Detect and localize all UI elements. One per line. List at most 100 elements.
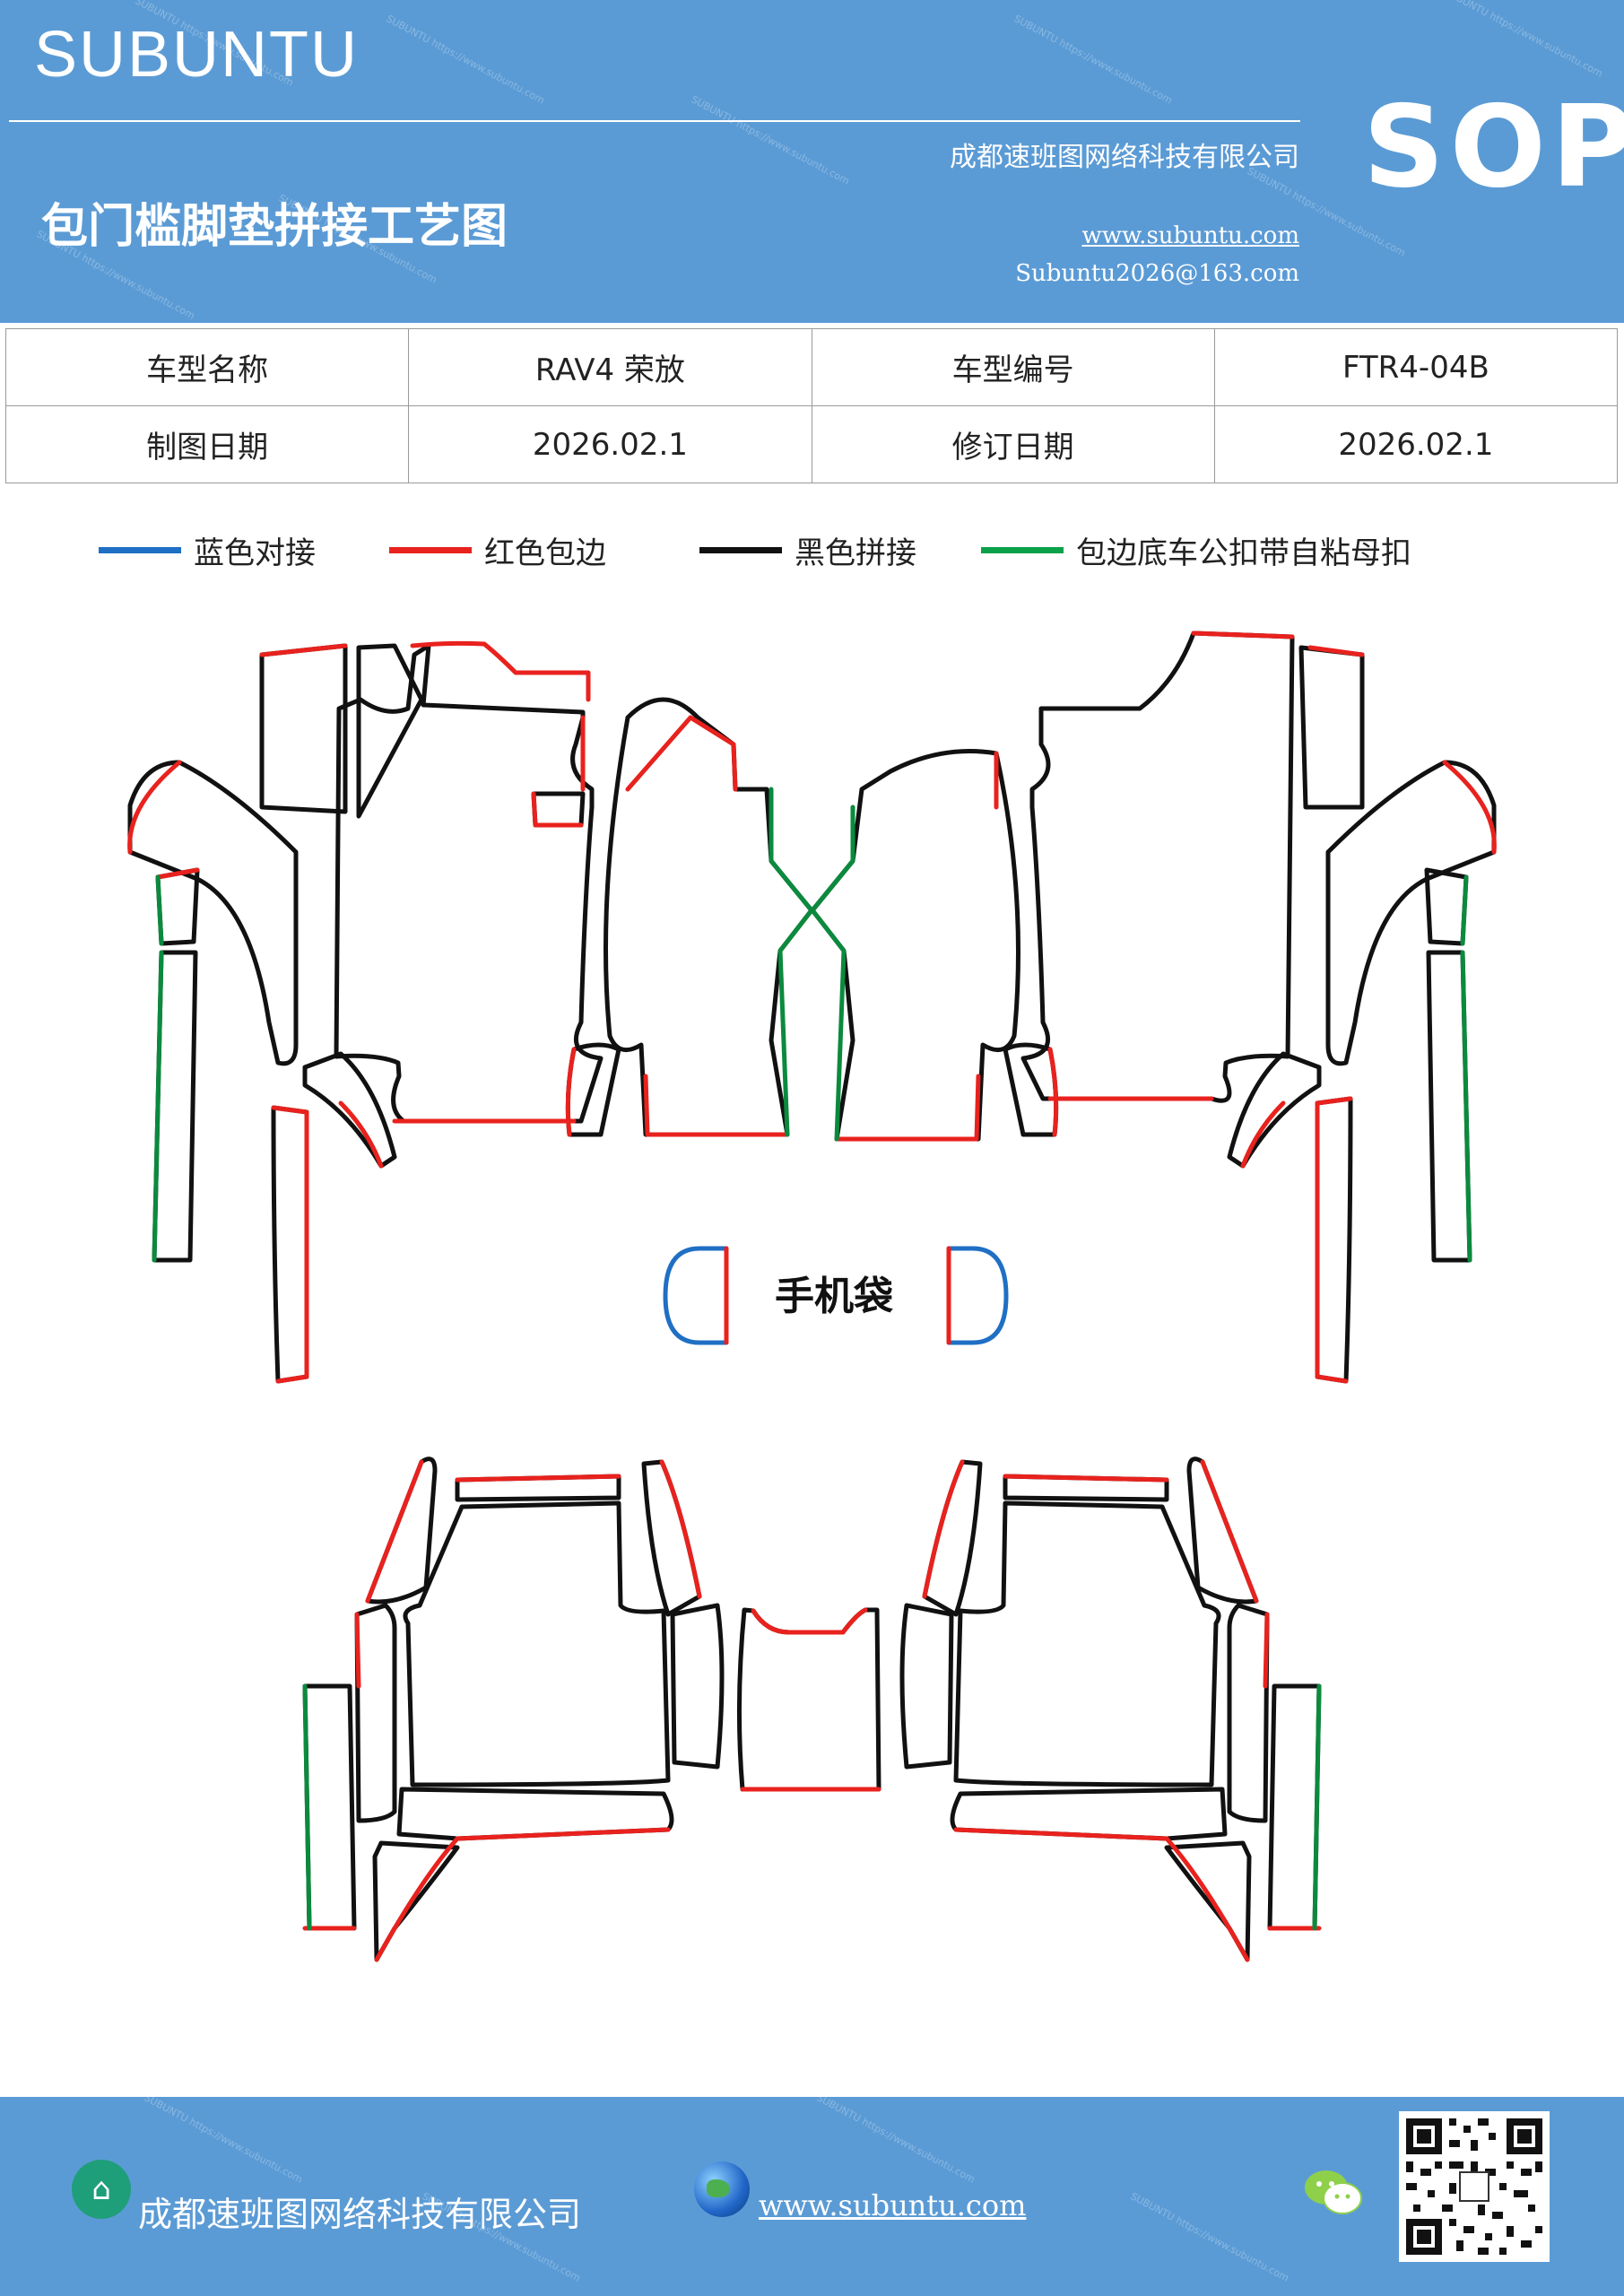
legend-item-black: 黑色拼接 bbox=[699, 529, 916, 571]
company-name: 成都速班图网络科技有限公司 bbox=[950, 142, 1299, 173]
red-edge bbox=[1047, 1047, 1059, 1137]
phone-pocket-right bbox=[946, 1246, 1009, 1345]
mat-piece bbox=[271, 1105, 309, 1384]
legend-swatch bbox=[389, 546, 472, 553]
table-row: 车型名称 RAV4 荣放 车型编号 FTR4-04B bbox=[4, 328, 1619, 406]
email-address: Subuntu2026@163.com bbox=[1015, 260, 1299, 287]
front-right-mat-group bbox=[810, 631, 1497, 1384]
mat-piece bbox=[155, 867, 200, 946]
phone-pocket-left bbox=[663, 1246, 729, 1345]
red-edge bbox=[410, 640, 591, 702]
mat-piece bbox=[670, 1603, 725, 1770]
red-edge bbox=[565, 1047, 577, 1137]
red-edge bbox=[455, 1827, 671, 1841]
red-edge bbox=[1442, 760, 1497, 855]
legend-label: 黑色拼接 bbox=[795, 535, 916, 571]
red-edge bbox=[155, 867, 200, 880]
red-edge bbox=[1200, 1459, 1259, 1604]
red-edge bbox=[127, 760, 182, 855]
red-edge bbox=[1263, 1612, 1270, 1689]
legend-item-green: 包边底车公扣带自粘母扣 bbox=[981, 529, 1411, 571]
legend-item-blue: 蓝色对接 bbox=[99, 529, 316, 571]
mat-piece bbox=[403, 1500, 671, 1787]
red-edge bbox=[659, 1459, 702, 1599]
rear-center-mat bbox=[736, 1607, 881, 1792]
footer-company-name: 成都速班图网络科技有限公司 bbox=[138, 2195, 582, 2234]
footer-banner: SUBUNTU https://www.subuntu.com SUBUNTU … bbox=[0, 2097, 1624, 2296]
rear-right-mat-group bbox=[899, 1457, 1322, 1962]
mat-piece bbox=[365, 1457, 438, 1605]
mat-piece bbox=[127, 760, 299, 1066]
table-cell: FTR4-04B bbox=[1213, 328, 1619, 406]
mat-piece bbox=[1186, 1457, 1259, 1605]
table-row: 制图日期 2026.02.1 修订日期 2026.02.1 bbox=[4, 405, 1619, 483]
mat-piece bbox=[1298, 645, 1365, 810]
legend-item-red: 红色包边 bbox=[389, 529, 606, 571]
legend-swatch bbox=[699, 546, 782, 553]
red-edge bbox=[271, 1105, 309, 1384]
mat-piece bbox=[1315, 1096, 1353, 1384]
mat-piece bbox=[531, 791, 586, 828]
green-edge bbox=[1460, 874, 1469, 946]
sop-label: SOP bbox=[1363, 81, 1624, 213]
globe-icon bbox=[694, 2161, 750, 2217]
red-edge bbox=[953, 1827, 1169, 1841]
front-left-red-edges bbox=[127, 640, 790, 1384]
red-edge bbox=[1307, 645, 1365, 657]
red-edge bbox=[259, 643, 348, 657]
mat-piece bbox=[302, 1051, 397, 1169]
legend-label: 蓝色对接 bbox=[194, 535, 316, 571]
table-cell: 2026.02.1 bbox=[408, 405, 812, 483]
mat-piece bbox=[604, 697, 814, 1137]
mat-piece bbox=[1020, 631, 1295, 1103]
mat-piece bbox=[1267, 1683, 1322, 1931]
mat-piece bbox=[354, 1603, 397, 1823]
mat-piece bbox=[953, 1500, 1221, 1787]
mat-piece bbox=[1227, 1051, 1322, 1169]
legend-label: 包边底车公扣带自粘母扣 bbox=[1076, 535, 1411, 571]
red-edge bbox=[922, 1459, 965, 1599]
red-edge bbox=[834, 1074, 981, 1142]
watermark: SUBUNTU https://www.subuntu.com bbox=[142, 2097, 305, 2186]
front-left-green-edges bbox=[152, 787, 814, 1263]
header-banner: SUBUNTU https://www.subuntu.com SUBUNTU … bbox=[0, 0, 1624, 323]
legend-swatch bbox=[981, 546, 1064, 553]
table-cell: 修订日期 bbox=[811, 405, 1215, 483]
brand-logo-text: SUBUNTU bbox=[34, 19, 360, 91]
table-cell: 制图日期 bbox=[4, 405, 410, 483]
rear-left-mat-group bbox=[302, 1457, 725, 1962]
table-cell: 车型名称 bbox=[4, 328, 410, 406]
mat-piece bbox=[302, 1683, 357, 1931]
red-edge bbox=[354, 1612, 361, 1689]
red-edge bbox=[1240, 1100, 1286, 1169]
red-edge bbox=[625, 715, 738, 792]
page-title: 包门槛脚垫拼接工艺图 bbox=[41, 200, 508, 254]
building-icon: ⌂ bbox=[72, 2160, 131, 2219]
table-cell: 2026.02.1 bbox=[1213, 405, 1619, 483]
mat-piece bbox=[810, 749, 1020, 1142]
red-edge bbox=[1191, 631, 1295, 639]
red-edge bbox=[531, 791, 584, 828]
legend-label: 红色包边 bbox=[484, 535, 606, 571]
watermark: SUBUNTU https://www.subuntu.com bbox=[814, 2097, 977, 2186]
mat-piece bbox=[1325, 760, 1497, 1066]
red-edge bbox=[643, 1074, 790, 1137]
mat-piece bbox=[1227, 1603, 1270, 1823]
wechat-icon bbox=[1305, 2170, 1362, 2214]
red-edge bbox=[1164, 1836, 1250, 1962]
red-edge bbox=[374, 1836, 460, 1962]
red-edge bbox=[338, 1100, 384, 1169]
header-divider bbox=[9, 120, 1300, 122]
red-edge bbox=[365, 1459, 424, 1604]
watermark: SUBUNTU https://www.subuntu.com bbox=[1128, 2190, 1291, 2284]
green-edge bbox=[1460, 950, 1472, 1263]
website-link[interactable]: www.subuntu.com bbox=[1081, 222, 1300, 249]
green-edge bbox=[810, 804, 855, 1142]
footer-website-link[interactable]: www.subuntu.com bbox=[759, 2188, 1027, 2222]
mat-piece bbox=[1424, 867, 1469, 946]
green-edge bbox=[1312, 1683, 1322, 1931]
qr-code-icon bbox=[1399, 2111, 1550, 2262]
legend-swatch bbox=[99, 546, 181, 553]
vehicle-info-table: 车型名称 RAV4 荣放 车型编号 FTR4-04B 制图日期 2026.02.… bbox=[4, 328, 1619, 483]
mat-piece bbox=[334, 643, 604, 1124]
